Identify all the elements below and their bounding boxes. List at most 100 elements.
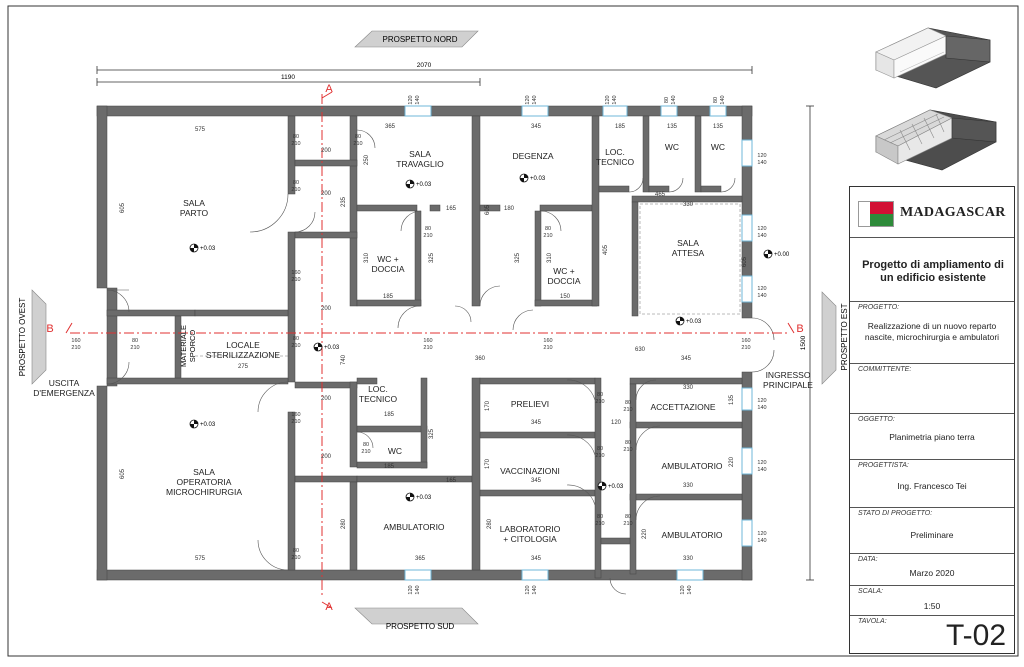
level-value: +0.03 xyxy=(416,182,432,188)
opening-tag-bottom-3: 140 xyxy=(671,95,677,104)
opening-tag-bottom-5: 140 xyxy=(415,585,421,594)
dim-365-bottom: 365 xyxy=(415,556,426,562)
opening-tag-top-23: 160 xyxy=(423,338,432,344)
dim-135-acc: 135 xyxy=(729,394,735,405)
level-marker-4: +0.03 xyxy=(675,316,702,326)
dim-west-block: 1190 xyxy=(281,74,295,81)
progettista-label: PROGETTISTA: xyxy=(858,462,909,469)
opening-tag-bottom-11: 140 xyxy=(757,405,766,411)
dim-280-a: 280 xyxy=(341,518,347,529)
opening-tag-bottom-12: 140 xyxy=(757,467,766,473)
opening-tag-top-26: 80 xyxy=(363,442,369,448)
dim-200-b: 200 xyxy=(321,191,332,197)
level-marker-0: +0.03 xyxy=(189,243,216,253)
title-block: MADAGASCAR Progetto di ampliamento di un… xyxy=(849,186,1015,654)
section-a-top: A xyxy=(325,83,333,95)
room-dimensions: 575 575 365 365 345 345 345 345 345 185 … xyxy=(120,124,748,562)
dim-330-attesa: 330 xyxy=(683,202,694,208)
dim-740: 740 xyxy=(341,354,347,365)
opening-tag-bottom-33: 210 xyxy=(71,345,80,351)
progettista-value: Ing. Francesco Tei xyxy=(897,481,967,491)
prospetto-nord-label: PROSPETTO NORD xyxy=(383,35,458,44)
opening-tag-bottom-24: 210 xyxy=(543,345,552,351)
room-loc-tecnico-s: LOC.TECNICO xyxy=(359,384,398,404)
opening-tag-bottom-30: 210 xyxy=(623,407,632,413)
opening-tag-top-24: 160 xyxy=(543,338,552,344)
opening-tag-top-4: 80 xyxy=(713,97,719,103)
tavola-label: TAVOLA: xyxy=(858,618,887,625)
room-accettazione: ACCETTAZIONE xyxy=(650,402,715,412)
dim-325-b: 325 xyxy=(515,252,521,263)
opening-tag-bottom-17: 210 xyxy=(291,419,300,425)
opening-tag-top-6: 120 xyxy=(525,585,531,594)
level-value: +0.00 xyxy=(774,252,790,258)
room-prelievi: PRELIEVI xyxy=(511,399,549,409)
opening-tag-bottom-2: 140 xyxy=(612,95,618,104)
level-value: +0.03 xyxy=(608,484,624,490)
opening-tag-top-20: 80 xyxy=(355,134,361,140)
opening-tag-bottom-8: 140 xyxy=(757,160,766,166)
dim-360: 360 xyxy=(475,356,486,362)
dim-total-width: 2070 xyxy=(417,62,432,69)
opening-tag-bottom-16: 210 xyxy=(291,277,300,283)
scala-value: 1:50 xyxy=(923,601,941,611)
opening-tag-bottom-19: 210 xyxy=(291,343,300,349)
room-materiale-sporco: MATERIALESPORCO xyxy=(179,325,197,367)
opening-tag-top-1: 120 xyxy=(525,95,531,104)
opening-tag-bottom-10: 140 xyxy=(757,293,766,299)
dim-605-attesa: 605 xyxy=(742,256,748,267)
opening-tag-top-12: 120 xyxy=(757,460,766,466)
level-value: +0.03 xyxy=(530,176,546,182)
level-value: +0.03 xyxy=(200,246,216,252)
opening-tag-bottom-22: 210 xyxy=(543,233,552,239)
dim-165: 165 xyxy=(446,206,457,212)
dim-365-top: 365 xyxy=(385,124,396,130)
dim-200-c: 200 xyxy=(321,306,332,312)
opening-tag-top-7: 120 xyxy=(680,585,686,594)
opening-tag-top-3: 80 xyxy=(664,97,670,103)
level-marker-5: +0.03 xyxy=(313,342,340,352)
opening-tag-top-29: 80 xyxy=(597,514,603,520)
opening-tag-bottom-0: 140 xyxy=(415,95,421,104)
opening-tag-top-34: 80 xyxy=(132,338,138,344)
opening-tag-bottom-18: 210 xyxy=(291,555,300,561)
room-ambulatorio-1: AMBULATORIO xyxy=(661,461,722,471)
dim-200-e: 200 xyxy=(321,454,332,460)
opening-tag-bottom-15: 210 xyxy=(291,187,300,193)
opening-tag-top-5: 120 xyxy=(408,585,414,594)
dim-220-amb3: 220 xyxy=(642,528,648,539)
room-wc2: WC xyxy=(711,142,725,152)
dim-330-amb3: 330 xyxy=(683,556,694,562)
level-markers: +0.03 +0.03 +0.03 +0.00 +0.03 +0.03 +0.03 +0.03… xyxy=(189,173,790,502)
dim-220-amb1: 220 xyxy=(729,456,735,467)
dim-135-wc2: 135 xyxy=(713,124,724,130)
elevation-arrows xyxy=(31,30,837,625)
data-label: DATA: xyxy=(858,556,878,563)
stato-label: STATO DI PROGETTO: xyxy=(858,510,933,517)
tavola-value: T-02 xyxy=(945,619,1006,652)
country-name: MADAGASCAR xyxy=(900,205,1006,220)
room-wc3: WC xyxy=(388,446,402,456)
dim-330-acc: 330 xyxy=(683,385,694,391)
dim-345-corr: 345 xyxy=(681,356,692,362)
dim-total-depth: 1500 xyxy=(800,335,807,350)
dim-325-c: 325 xyxy=(429,428,435,439)
opening-tag-top-21: 80 xyxy=(425,226,431,232)
section-lines xyxy=(70,94,790,596)
opening-tag-bottom-32: 210 xyxy=(623,521,632,527)
dim-275: 275 xyxy=(238,364,249,370)
room-ambulatorio-3: AMBULATORIO xyxy=(661,530,722,540)
project-title: Progetto di ampliamento di un edificio e… xyxy=(862,259,1004,284)
level-marker-6: +0.03 xyxy=(189,419,216,429)
stato-value: Preliminare xyxy=(910,530,954,540)
dim-605-s: 605 xyxy=(120,468,126,479)
dim-235: 235 xyxy=(341,196,347,207)
isometric-view-cutaway xyxy=(875,109,997,171)
